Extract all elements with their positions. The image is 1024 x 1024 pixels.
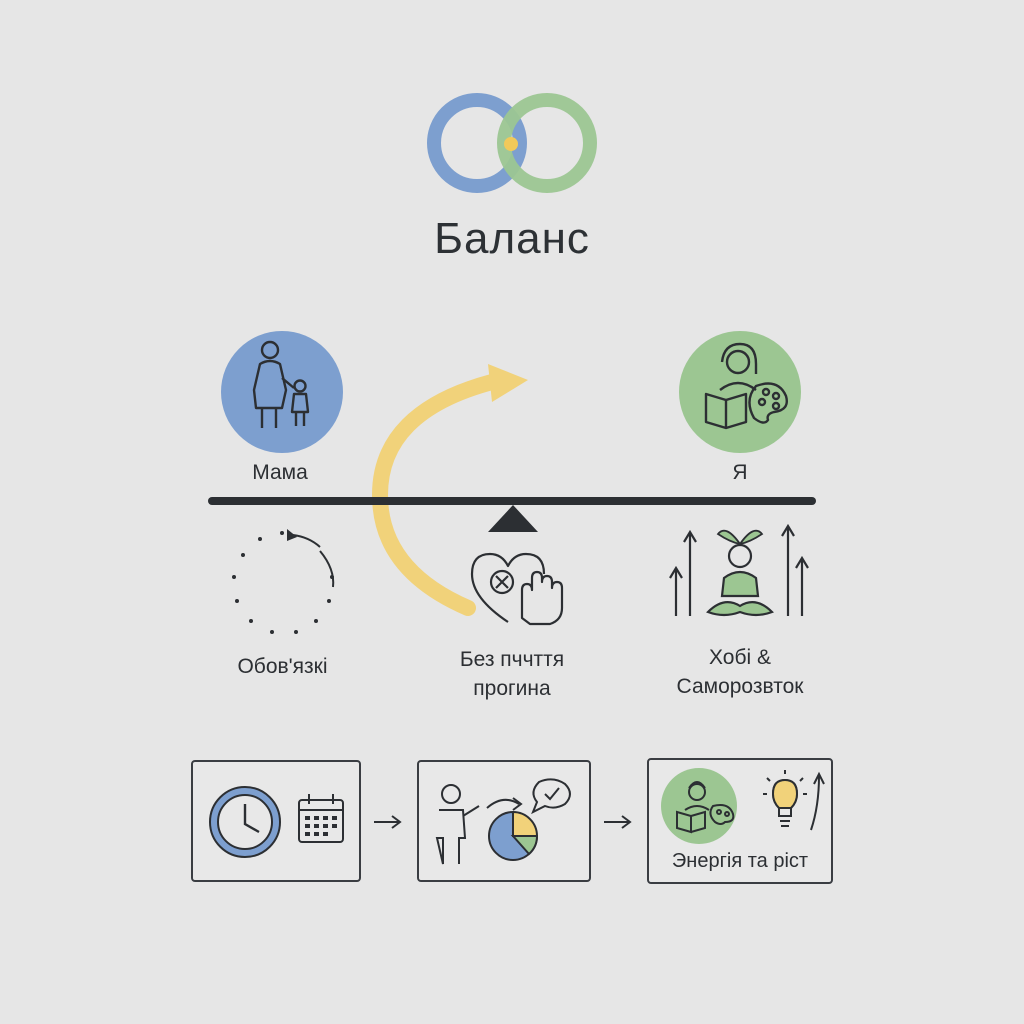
duties-label: Обов'язкі — [237, 655, 328, 678]
overlapping-rings-icon — [427, 93, 597, 193]
energy-caption: Энергія та ріст — [671, 850, 809, 872]
guilt-label-line2: прогина — [473, 677, 551, 700]
meditation-growth-icon — [669, 523, 809, 617]
presenter-pie-icon — [435, 778, 571, 865]
heart-hand-icon — [470, 552, 564, 626]
mother-child-icon — [221, 331, 343, 453]
fulcrum-icon — [488, 505, 538, 532]
arrow-right-icon — [604, 815, 632, 829]
dotted-cycle-icon — [232, 529, 335, 634]
mother-label: Мама — [252, 461, 308, 484]
hobby-label-line1: Хобі & — [709, 646, 771, 669]
energy-growth-icon — [661, 768, 825, 844]
clock-calendar-icon — [209, 786, 344, 858]
flow-box-plan — [417, 760, 591, 882]
page-title: Баланс — [434, 214, 590, 263]
guilt-label-line1: Без пччття — [459, 648, 565, 671]
arrow-right-icon — [374, 815, 402, 829]
flow-box-energy: Энергія та ріст — [647, 758, 833, 884]
woman-reading-palette-icon — [679, 331, 801, 453]
balance-beam — [208, 497, 816, 505]
hobby-label-line2: Саморозвток — [676, 675, 804, 698]
self-label: Я — [732, 461, 748, 484]
yellow-arc-arrow-icon — [371, 364, 528, 616]
flow-box-time — [191, 760, 361, 882]
